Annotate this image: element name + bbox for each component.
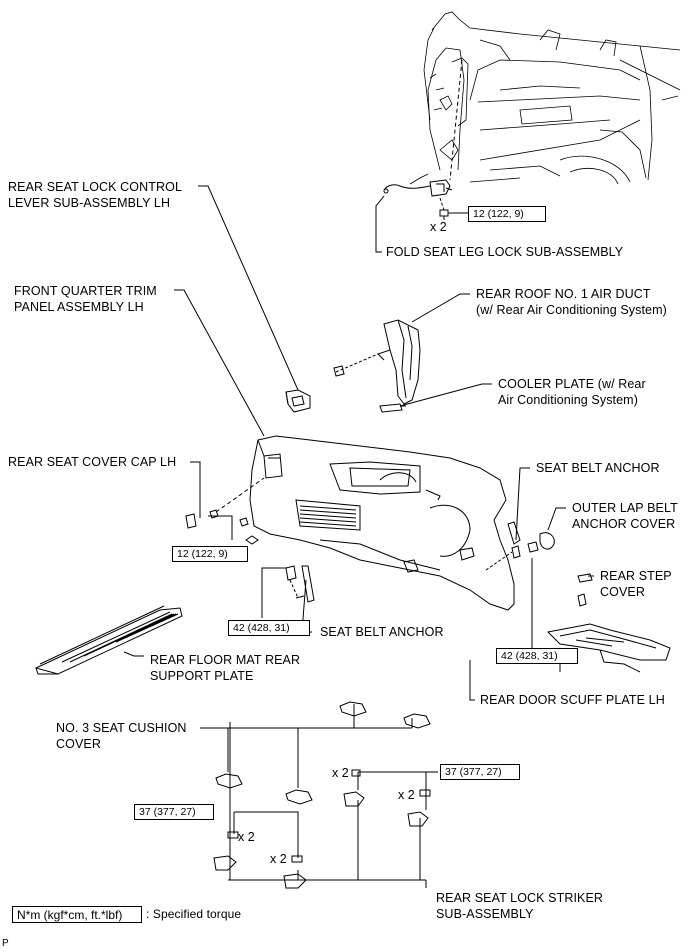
quantity-striker-top: x 2	[332, 766, 349, 780]
label-outer-lap-belt-anchor-cover: OUTER LAP BELT ANCHOR COVER	[572, 501, 678, 531]
seat-belt-anchor-lower-part	[285, 565, 315, 603]
label-no3-seat-cushion-cover: NO. 3 SEAT CUSHION COVER	[56, 721, 187, 751]
seat-belt-anchor-upper-part	[485, 521, 555, 571]
label-seat-belt-anchor-lower: SEAT BELT ANCHOR	[320, 625, 444, 639]
label-front-quarter-trim-panel: FRONT QUARTER TRIM PANEL ASSEMBLY LH	[14, 284, 157, 314]
vehicle-interior-illustration	[409, 11, 681, 185]
torque-box-seat-belt-anchor: 42 (428, 31)	[228, 620, 310, 636]
label-rear-door-scuff-plate: REAR DOOR SCUFF PLATE LH	[480, 693, 665, 707]
label-rear-roof-air-duct: REAR ROOF NO. 1 AIR DUCT (w/ Rear Air Co…	[476, 287, 667, 317]
seat-cushion-covers	[215, 701, 431, 805]
rear-seat-cover-cap-part	[185, 477, 265, 545]
quantity-striker-right: x 2	[398, 788, 415, 802]
quantity-striker-left-b: x 2	[270, 852, 287, 866]
torque-box-striker-right: 37 (377, 27)	[440, 764, 520, 780]
rear-floor-mat-support-plate-part	[34, 605, 183, 675]
cooler-plate-part	[379, 403, 406, 413]
torque-box-scuff-anchor: 42 (428, 31)	[496, 648, 578, 664]
leader-lines	[123, 185, 594, 888]
rear-door-scuff-plate-part	[546, 573, 671, 673]
torque-box-cover-cap: 12 (122, 9)	[172, 546, 248, 562]
corner-mark: P	[2, 938, 9, 949]
label-rear-step-cover: REAR STEP COVER	[600, 569, 672, 599]
label-rear-floor-mat-support-plate: REAR FLOOR MAT REAR SUPPORT PLATE	[150, 653, 301, 683]
rear-roof-air-duct-part	[333, 319, 421, 405]
fold-seat-leg-lock-part	[383, 59, 468, 220]
torque-box-striker-left: 37 (377, 27)	[134, 804, 214, 820]
label-rear-seat-cover-cap: REAR SEAT COVER CAP LH	[8, 455, 177, 469]
torque-box-fold-seat-leg-lock: 12 (122, 9)	[468, 206, 546, 222]
rear-seat-lock-strikers	[213, 769, 431, 889]
quantity-fold-seat: x 2	[430, 220, 447, 234]
rear-seat-lock-control-lever-part	[285, 389, 311, 413]
front-quarter-trim-panel-part	[249, 435, 515, 611]
label-cooler-plate: COOLER PLATE (w/ Rear Air Conditioning S…	[498, 377, 646, 407]
label-rear-seat-lock-control-lever: REAR SEAT LOCK CONTROL LEVER SUB-ASSEMBL…	[8, 180, 182, 210]
quantity-striker-left-a: x 2	[238, 830, 255, 844]
label-rear-seat-lock-striker: REAR SEAT LOCK STRIKER SUB-ASSEMBLY	[436, 891, 604, 921]
label-seat-belt-anchor-upper: SEAT BELT ANCHOR	[536, 461, 660, 475]
legend-unit-box: N*m (kgf*cm, ft.*lbf)	[12, 906, 142, 923]
legend-description: : Specified torque	[146, 907, 242, 921]
label-fold-seat-leg-lock: FOLD SEAT LEG LOCK SUB-ASSEMBLY	[386, 245, 624, 259]
